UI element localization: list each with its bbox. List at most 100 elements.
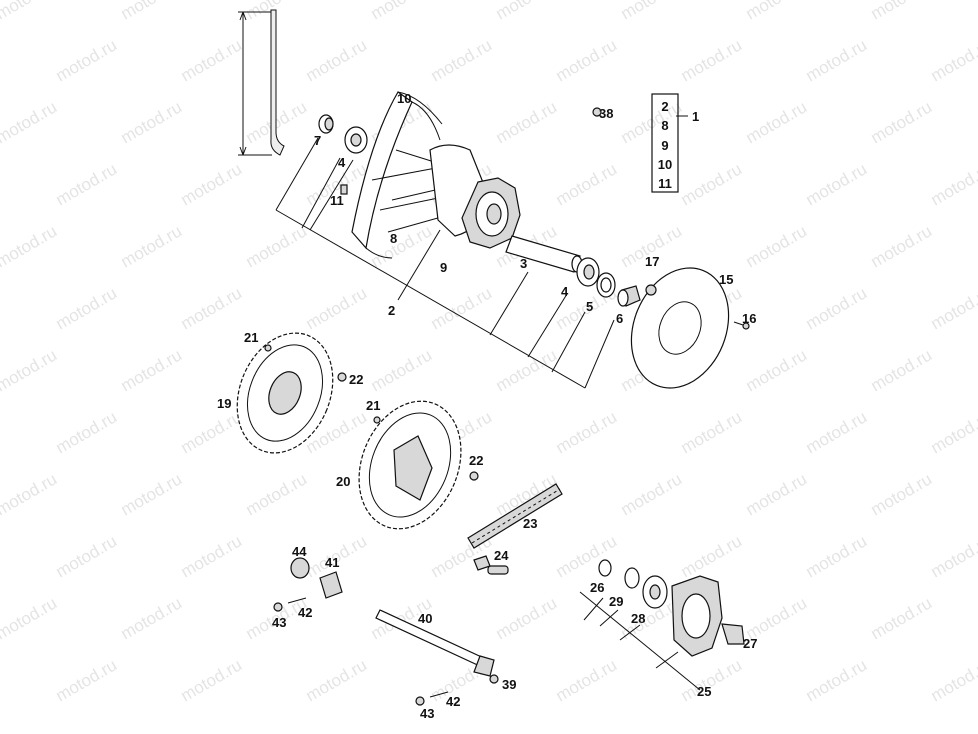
watermark-text: motod.ru [618,0,686,23]
watermark-text: motod.ru [53,655,121,705]
hub-part [371,144,521,249]
watermark-text: motod.ru [118,221,186,271]
callout-3: 3 [520,256,527,271]
watermark-text: motod.ru [618,97,686,147]
watermark-layer: motod.ru motod.ru motod.ru motod.ru motod.ru… [0,0,978,705]
axle-sleeve-part [505,235,583,273]
watermark-text: motod.ru [493,593,561,643]
callout-39: 39 [502,677,516,692]
rim-part [351,91,443,259]
bearing-part-right [576,257,600,287]
callout-27: 27 [743,636,757,651]
watermark-text: motod.ru [368,345,436,395]
callout-9: 9 [440,260,447,275]
watermark-text: motod.ru [553,35,621,85]
watermark-text: motod.ru [868,0,936,23]
watermark-text: motod.ru [803,407,871,457]
watermark-text: motod.ru [868,221,936,271]
watermark-text: motod.ru [803,655,871,705]
watermark-text: motod.ru [743,469,811,519]
watermark-text: motod.ru [868,97,936,147]
group-item-label: 11 [658,176,672,191]
watermark-text: motod.ru [493,345,561,395]
nipple-part [340,184,348,195]
watermark-text: motod.ru [928,35,978,85]
watermark-text: motod.ru [743,221,811,271]
watermark-text: motod.ru [0,221,60,271]
watermark-text: motod.ru [118,469,186,519]
sprocket-large-part [236,332,334,454]
watermark-text: motod.ru [743,345,811,395]
watermark-text: motod.ru [118,345,186,395]
watermark-text: motod.ru [803,35,871,85]
group-item-label: 9 [661,138,668,153]
watermark-text: motod.ru [743,0,811,23]
watermark-text: motod.ru [618,469,686,519]
watermark-text: motod.ru [928,531,978,581]
callout-11: 11 [330,193,344,208]
watermark-text: motod.ru [928,407,978,457]
watermark-text: motod.ru [553,655,621,705]
watermark-text: motod.ru [0,97,60,147]
watermark-text: motod.ru [178,655,246,705]
callout-19: 19 [217,396,231,411]
group-item-label: 2 [661,99,668,114]
callout-20: 20 [336,474,350,489]
sprocket-carrier-part [598,559,745,657]
watermark-text: motod.ru [678,159,746,209]
seal-part [596,272,616,298]
callout-24: 24 [494,548,509,563]
watermark-text: motod.ru [178,283,246,333]
group-item-label: 8 [661,118,668,133]
group-label: 1 [692,109,699,124]
callout-22: 22 [349,372,363,387]
watermark-text: motod.ru [53,531,121,581]
watermark-text: motod.ru [868,345,936,395]
axle-nut-part [290,557,310,579]
watermark-text: motod.ru [678,35,746,85]
watermark-text: motod.ru [178,35,246,85]
chain-part [467,483,563,549]
bearing-part-top [344,126,368,154]
part-group-box: 2 8 9 10 11 1 [651,93,699,193]
watermark-text: motod.ru [553,407,621,457]
leader-lines [275,115,701,691]
watermark-text: motod.ru [53,407,121,457]
watermark-text: motod.ru [118,0,186,23]
watermark-text: motod.ru [118,593,186,643]
callout-29: 29 [609,594,623,609]
watermark-text: motod.ru [0,593,60,643]
callout-7: 7 [314,133,321,148]
callout-17: 17 [645,254,659,269]
watermark-text: motod.ru [303,35,371,85]
watermark-text: motod.ru [428,35,496,85]
callout-6: 6 [616,311,623,326]
spacer-part [617,285,641,307]
watermark-text: motod.ru [493,97,561,147]
watermark-text: motod.ru [178,407,246,457]
callout-21: 21 [366,398,380,413]
watermark-text: motod.ru [368,0,436,23]
watermark-text: motod.ru [368,221,436,271]
watermark-text: motod.ru [178,159,246,209]
axle-part [375,609,495,677]
watermark-text: motod.ru [303,655,371,705]
watermark-text: motod.ru [928,655,978,705]
watermark-text: motod.ru [803,159,871,209]
callout-41: 41 [325,555,339,570]
callout-4: 4 [338,155,346,170]
callout-2: 2 [388,303,395,318]
callout-28: 28 [631,611,645,626]
callout-43: 43 [272,615,286,630]
callout-15: 15 [719,272,733,287]
watermark-text: motod.ru [928,159,978,209]
watermark-text: motod.ru [243,469,311,519]
callout-8: 8 [390,231,397,246]
callout-26: 26 [590,580,604,595]
watermark-text: motod.ru [743,97,811,147]
watermark-text: motod.ru [0,345,60,395]
watermark-text: motod.ru [868,469,936,519]
callout-5: 5 [586,299,593,314]
callout-42: 42 [298,605,312,620]
